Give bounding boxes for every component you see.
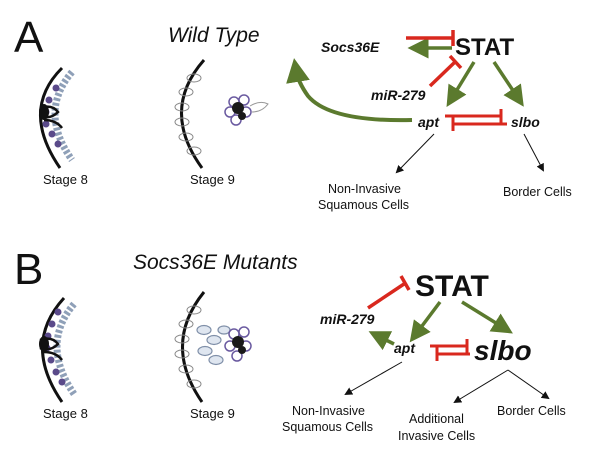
- border-cell-cluster-a: [224, 94, 252, 126]
- stage9-egg-chamber-b: [174, 291, 252, 403]
- gene-slbo-a: slbo: [511, 114, 540, 130]
- outcome-noninvasive-a-line1: Non-Invasive: [328, 182, 401, 196]
- gene-apt-a: apt: [418, 114, 440, 130]
- outcome-border-a: Border Cells: [503, 185, 572, 199]
- gene-stat-b: STAT: [415, 270, 489, 303]
- outcome-additional-b-line1: Additional: [409, 412, 464, 426]
- arrow-slbo-border-b: [507, 369, 550, 400]
- panel-a: A Wild Type Stage 8: [14, 13, 572, 212]
- activation-apt-mir-b: [368, 331, 395, 351]
- panel-b: B Socs36E Mutants Stage 8: [14, 245, 566, 443]
- stage9-label-a: Stage 9: [190, 172, 235, 187]
- stage8-label-b: Stage 8: [43, 406, 88, 421]
- stage8-egg-chamber-b: [39, 296, 77, 403]
- gene-slbo-b: slbo: [474, 335, 532, 366]
- panel-a-title: Wild Type: [168, 24, 260, 47]
- arrow-apt-noninvasive-b: [344, 361, 403, 395]
- gene-socs36e-a: Socs36E: [321, 39, 380, 55]
- activation-apt-curve: [286, 58, 413, 123]
- stage9-label-b: Stage 9: [190, 406, 235, 421]
- gene-apt-b: apt: [394, 340, 416, 356]
- outcome-additional-b-line2: Invasive Cells: [398, 429, 475, 443]
- outcome-noninvasive-b-line1: Non-Invasive: [292, 404, 365, 418]
- activation-stat-slbo-b: [461, 300, 513, 334]
- additional-invasive-cells-b: [196, 324, 231, 366]
- repression-mir-stat: [428, 60, 457, 88]
- panel-a-letter: A: [14, 13, 44, 62]
- panel-b-title: Socs36E Mutants: [133, 251, 298, 274]
- stage8-label-a: Stage 8: [43, 172, 88, 187]
- gene-stat-a: STAT: [455, 34, 514, 61]
- arrow-slbo-border-a: [523, 133, 544, 172]
- border-cell-cluster-b: [224, 326, 252, 362]
- activation-stat-slbo: [492, 61, 524, 107]
- repression-mir-stat-b: [367, 282, 405, 310]
- gene-mir279-a: miR-279: [371, 87, 426, 103]
- outcome-noninvasive-a-line2: Squamous Cells: [318, 198, 409, 212]
- gene-mir279-b: miR-279: [320, 311, 375, 327]
- outcome-border-b: Border Cells: [497, 404, 566, 418]
- arrow-slbo-additional-b: [453, 369, 509, 404]
- network-b: STAT miR-279 apt slbo Non-Invasive Squa: [282, 270, 566, 443]
- outcome-noninvasive-b-line2: Squamous Cells: [282, 420, 373, 434]
- stage9-egg-chamber-a: [174, 59, 269, 169]
- activation-stat-apt: [446, 61, 476, 107]
- network-a: Socs36E STAT miR-279 apt slbo: [286, 30, 572, 212]
- stage8-egg-chamber-a: [39, 66, 75, 169]
- panel-b-letter: B: [14, 245, 43, 294]
- activation-stat-apt-b: [409, 300, 442, 343]
- arrow-apt-noninvasive-a: [395, 133, 435, 174]
